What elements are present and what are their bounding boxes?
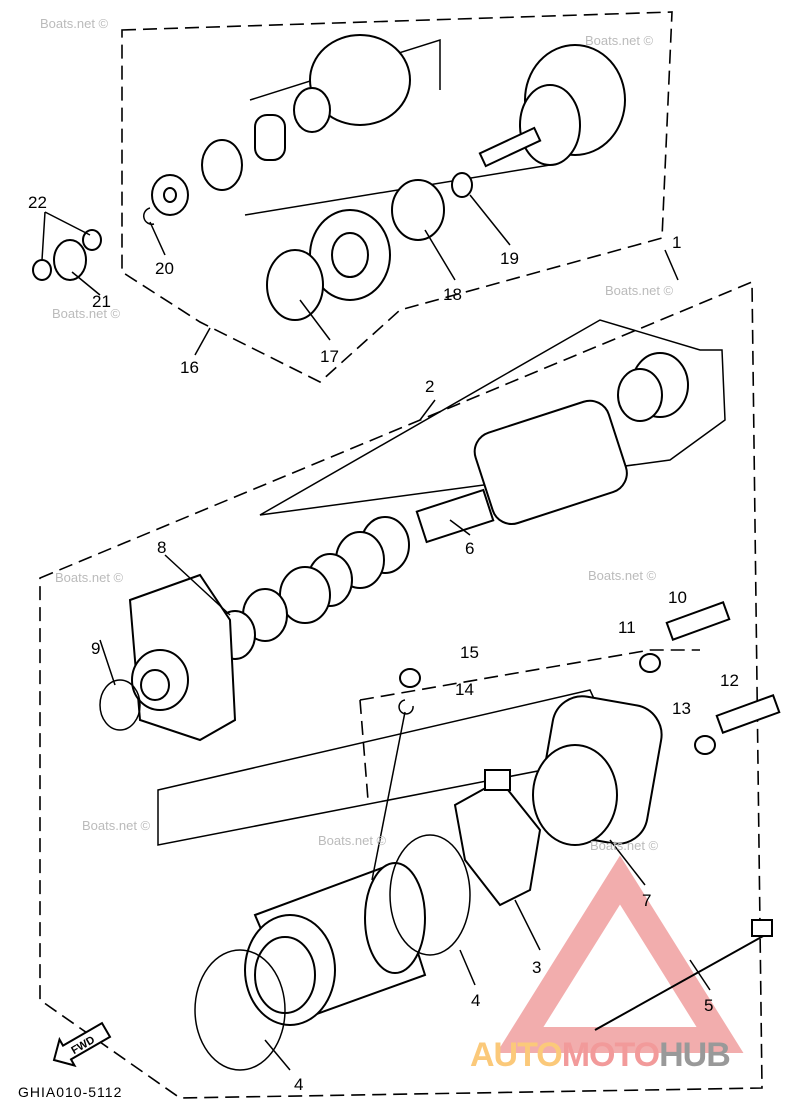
callout-17: 17 (320, 347, 339, 366)
callout-19: 19 (500, 249, 519, 268)
callout-10: 10 (668, 588, 687, 607)
callout-4-upper: 4 (471, 991, 480, 1010)
leader-lines (41, 194, 711, 1071)
callout-6: 6 (465, 539, 474, 558)
callout-21: 21 (92, 292, 111, 311)
logo-text-moto: MOTO (561, 1036, 660, 1074)
watermark: Boats.net © (40, 16, 109, 31)
callout-labels: 22 21 20 16 17 18 19 1 2 6 8 9 10 11 15 … (28, 193, 739, 1094)
watermark: Boats.net © (590, 838, 659, 853)
callout-12: 12 (720, 671, 739, 690)
armature-assembly (99, 319, 726, 742)
callout-20: 20 (155, 259, 174, 278)
automotohub-logo: AUTOMOTOHUB (470, 1036, 731, 1075)
watermark: Boats.net © (55, 570, 124, 585)
yoke-brush-assembly (194, 601, 781, 1071)
callout-5: 5 (704, 996, 713, 1015)
callout-22: 22 (28, 193, 47, 212)
watermark: Boats.net © (82, 818, 151, 833)
callout-16: 16 (180, 358, 199, 377)
watermark: Boats.net © (588, 568, 657, 583)
callout-18: 18 (443, 285, 462, 304)
callout-2: 2 (425, 377, 434, 396)
callout-1: 1 (672, 233, 681, 252)
logo-text-auto: AUTO (470, 1036, 563, 1074)
callout-3: 3 (532, 958, 541, 977)
watermark: Boats.net © (585, 33, 654, 48)
callout-14: 14 (455, 680, 474, 699)
callout-4-lower: 4 (294, 1075, 303, 1094)
watermark: Boats.net © (605, 283, 674, 298)
logo-triangle (496, 855, 744, 1053)
logo-text-hub: HUB (659, 1036, 731, 1074)
callout-8: 8 (157, 538, 166, 557)
callout-11: 11 (618, 618, 636, 637)
callout-15: 15 (460, 643, 479, 662)
callout-7: 7 (642, 891, 651, 910)
callout-9: 9 (91, 639, 100, 658)
pinion-clutch-assembly (32, 34, 626, 321)
callout-13: 13 (672, 699, 691, 718)
watermark: Boats.net © (52, 306, 121, 321)
watermark: Boats.net © (318, 833, 387, 848)
diagram-code: GHIA010-5112 (18, 1084, 122, 1100)
watermarks: Boats.net © Boats.net © Boats.net © Boat… (40, 16, 674, 853)
